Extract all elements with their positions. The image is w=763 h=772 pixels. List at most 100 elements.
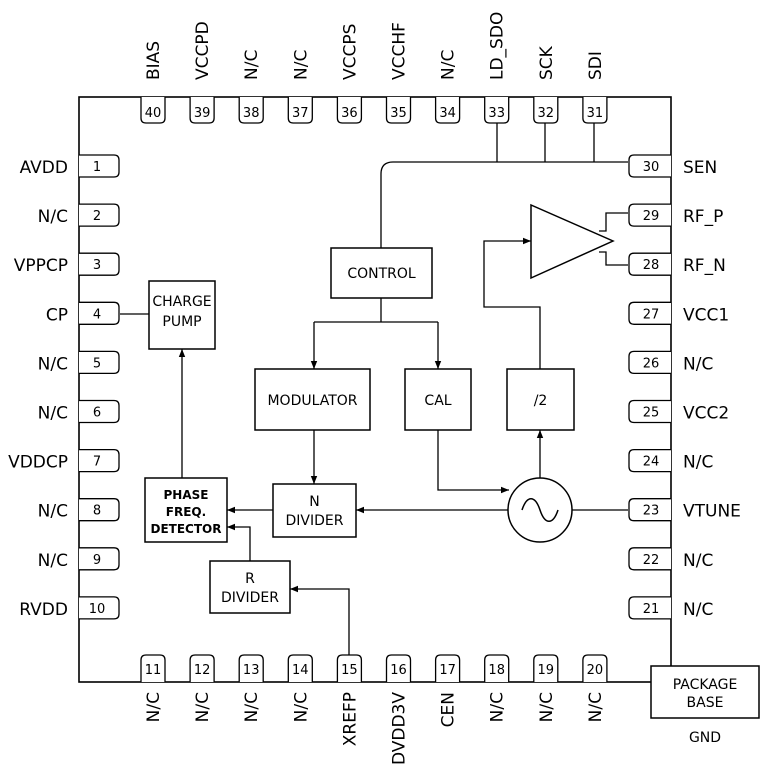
top-pin-name: SDI — [586, 51, 606, 80]
r-divider-block: R DIVIDER — [209, 560, 291, 614]
left-pin-number: 7 — [93, 455, 101, 470]
left-pin-5: 5N/C — [38, 350, 120, 374]
right-pin-number: 26 — [643, 356, 660, 371]
pfd-block: PHASE FREQ. DETECTOR — [144, 477, 228, 543]
left-pin-number: 1 — [93, 160, 101, 175]
top-pin-40: 40 BIAS — [140, 41, 166, 124]
bottom-pin-20: 20N/C — [582, 654, 608, 722]
right-pin-name: VCC2 — [683, 404, 729, 424]
divide-by-2-label: /2 — [534, 393, 548, 409]
left-pins: 1AVDD2N/C3VPPCP4CP5N/C6N/C7VDDCP8N/C9N/C… — [8, 154, 120, 620]
left-pin-name: CP — [46, 305, 68, 325]
top-pin-number: 40 — [145, 106, 162, 121]
right-pin-22: 22 N/C — [628, 547, 713, 571]
right-pin-number: 23 — [643, 504, 660, 519]
left-pin-number: 6 — [93, 406, 101, 421]
bottom-pin-number: 16 — [390, 663, 407, 678]
left-pin-name: AVDD — [20, 158, 68, 178]
right-pin-number: 29 — [643, 209, 660, 224]
left-pin-number: 4 — [93, 307, 101, 322]
bottom-pin-name: N/C — [537, 692, 557, 722]
top-pins: 40BIAS39VCCPD38N/C37N/C36VCCPS35VCCHF34N… — [140, 12, 608, 124]
bottom-pin-name: N/C — [488, 692, 508, 722]
bottom-pin-name: N/C — [242, 692, 262, 722]
divide-by-2-block: /2 — [506, 368, 575, 431]
bottom-pin-18: 18N/C — [484, 654, 510, 722]
top-pin-name: SCK — [537, 45, 557, 80]
top-pin-name: BIAS — [144, 41, 164, 80]
package-base-label-2: BASE — [687, 695, 724, 711]
right-pin-number: 30 — [643, 160, 660, 175]
package-outline — [78, 96, 672, 683]
r-divider-label-1: R — [245, 571, 255, 587]
cal-block: CAL — [404, 368, 472, 431]
bottom-pin-number: 14 — [292, 663, 309, 678]
top-pin-name: N/C — [439, 50, 459, 80]
right-pin-name: N/C — [683, 551, 713, 571]
top-pin-number: 37 — [292, 106, 309, 121]
left-pin-1: 1 AVDD — [20, 154, 120, 178]
bottom-pin-14: 14N/C — [287, 654, 313, 722]
bottom-pin-number: 11 — [145, 663, 162, 678]
left-pin-number: 3 — [93, 258, 101, 273]
top-pin-name: VCCPS — [340, 24, 360, 80]
control-label: CONTROL — [347, 266, 416, 282]
package-base-box: PACKAGE BASE — [650, 665, 760, 719]
top-pin-31: 31 SDI — [582, 51, 608, 124]
left-pin-name: N/C — [38, 207, 68, 227]
top-pin-number: 36 — [341, 106, 358, 121]
top-pin-name: N/C — [291, 50, 311, 80]
top-pin-number: 34 — [439, 106, 456, 121]
right-pin-name: N/C — [683, 453, 713, 473]
charge-pump-label-1: CHARGE — [152, 294, 211, 310]
bottom-pins: 11N/C12N/C13N/C14N/C15XREFP16DVDD3V17CEN… — [140, 654, 608, 765]
bottom-pin-name: N/C — [586, 692, 606, 722]
left-pin-number: 8 — [93, 504, 101, 519]
right-pin-number: 21 — [643, 602, 660, 617]
top-pin-name: VCCPD — [193, 21, 213, 80]
right-pin-name: VCC1 — [683, 305, 729, 325]
left-pin-4: 4 CP — [46, 301, 120, 325]
n-divider-label-2: DIVIDER — [286, 513, 344, 529]
bottom-pin-number: 15 — [341, 663, 358, 678]
left-pin-name: N/C — [38, 354, 68, 374]
bottom-pin-number: 19 — [538, 663, 555, 678]
left-pin-6: 6N/C — [38, 399, 120, 424]
bottom-pin-number: 13 — [243, 663, 260, 678]
top-pin-number: 32 — [538, 106, 555, 121]
right-pin-name: N/C — [683, 354, 713, 374]
n-divider-label-1: N — [309, 494, 319, 510]
bottom-pin-number: 17 — [439, 663, 456, 678]
bottom-pin-name: DVDD3V — [390, 692, 410, 765]
bottom-pin-12: 12N/C — [189, 654, 215, 722]
top-pin-number: 31 — [587, 106, 604, 121]
modulator-label: MODULATOR — [267, 393, 357, 409]
bottom-pin-name: N/C — [291, 692, 311, 722]
top-pin-number: 33 — [488, 106, 505, 121]
left-pin-8: 8N/C — [38, 498, 120, 522]
charge-pump-label-2: PUMP — [162, 314, 201, 330]
r-divider-label-2: DIVIDER — [221, 590, 279, 606]
top-pin-number: 38 — [243, 106, 260, 121]
left-pin-2: 2 N/C — [38, 203, 120, 227]
bottom-pin-number: 12 — [194, 663, 211, 678]
signal-wires — [120, 123, 628, 655]
left-pin-name: N/C — [38, 551, 68, 571]
output-amplifier — [530, 203, 615, 280]
left-pin-number: 2 — [93, 209, 101, 224]
top-pin-name: VCCHF — [390, 22, 410, 80]
right-pin-number: 22 — [643, 553, 660, 568]
left-pin-number: 10 — [89, 602, 106, 617]
right-pin-26: 26 N/C — [628, 350, 713, 374]
left-pin-9: 9N/C — [38, 547, 120, 571]
